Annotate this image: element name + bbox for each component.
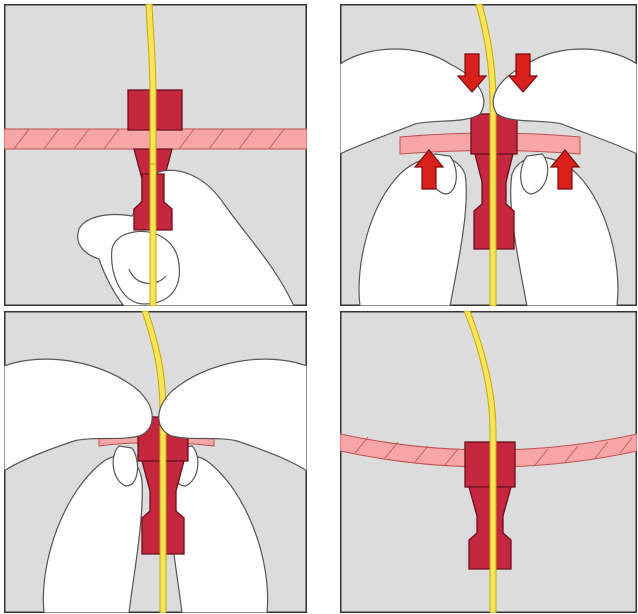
panel-step-1 [4, 4, 307, 306]
panel-step-3 [4, 311, 307, 613]
panel-step-4 [340, 311, 637, 613]
yellow-wire [150, 164, 156, 306]
panel-step-2 [340, 4, 637, 306]
